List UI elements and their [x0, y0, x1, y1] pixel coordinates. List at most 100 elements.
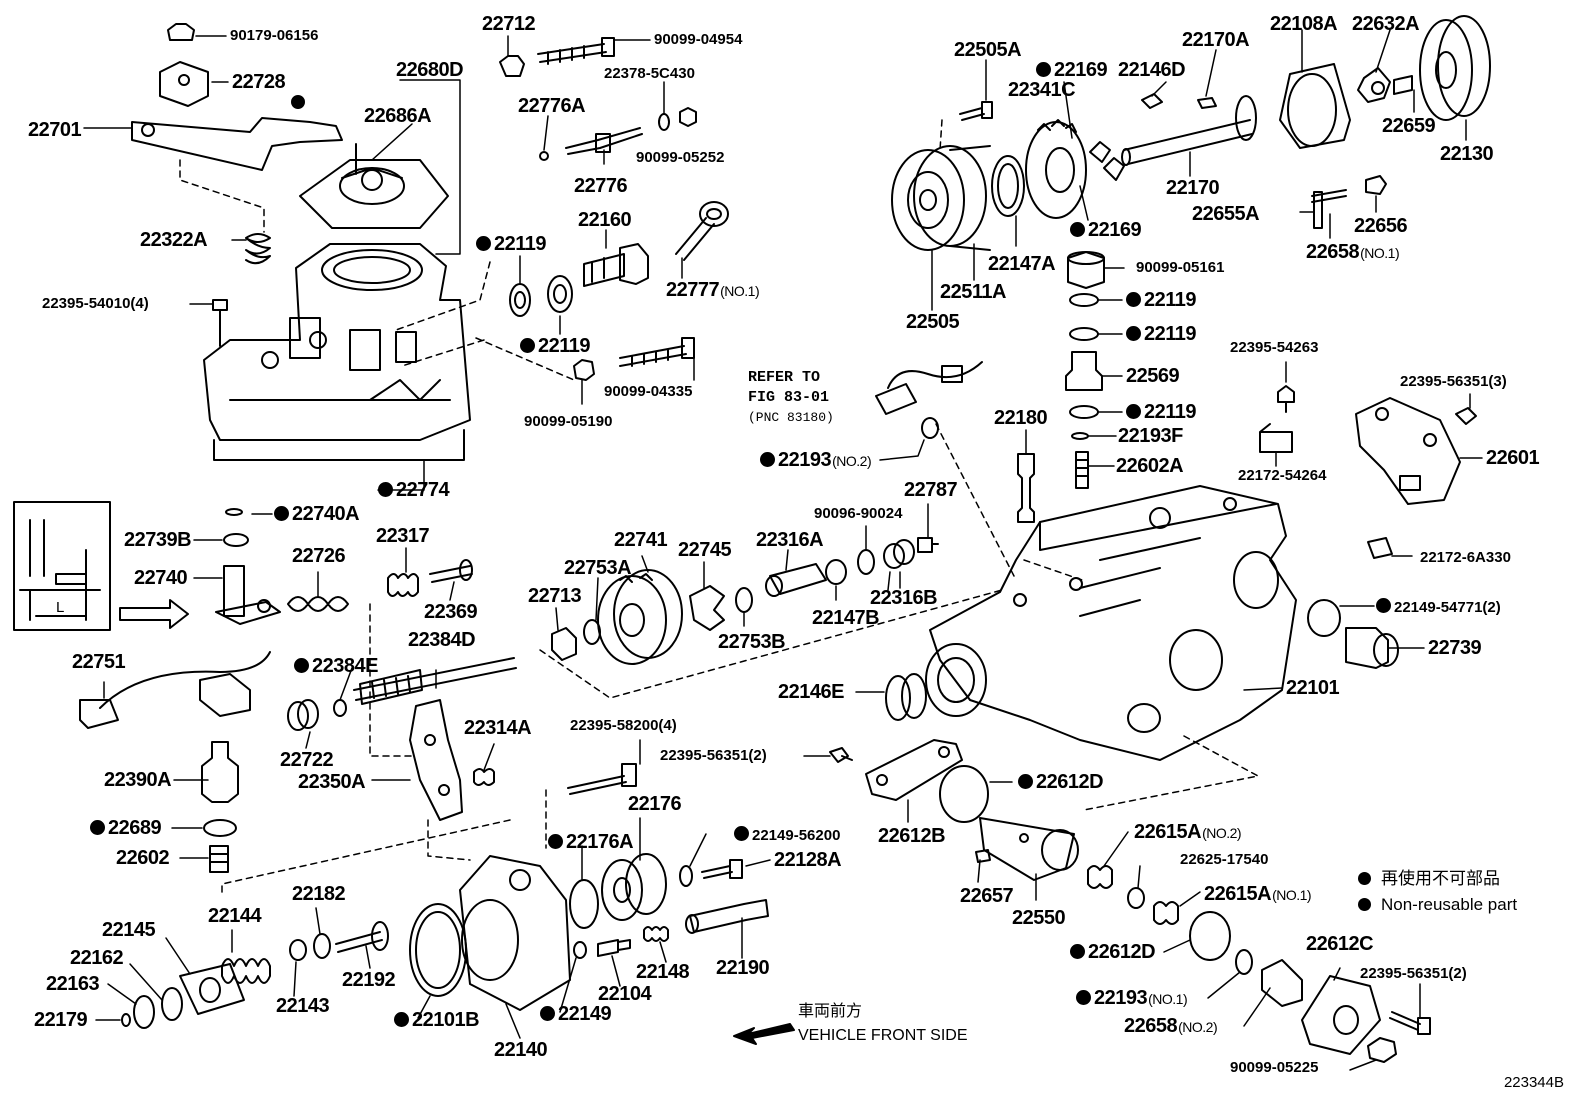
oring-22612D-b-drawing — [1189, 911, 1231, 961]
part-label: 22162 — [70, 947, 124, 969]
part-label: 22190 — [716, 957, 770, 979]
washer-22119-a-drawing — [509, 283, 531, 317]
non-reusable-dot — [1126, 292, 1141, 307]
part-label: 22751 — [72, 651, 126, 673]
oring-22384E-drawing — [333, 699, 347, 717]
part-label: 22170A — [1182, 29, 1250, 51]
oring-22612D-a-drawing — [939, 765, 989, 823]
part-label: 22615A(NO.1) — [1204, 883, 1312, 905]
part-label: 22160 — [578, 209, 632, 231]
part-label: 22350A — [298, 771, 366, 793]
front-line-jp: 車両前方 — [798, 1003, 863, 1020]
legend: 再使用不可部品 Non-reusable part — [1358, 866, 1517, 918]
part-label: 22602 — [116, 847, 170, 869]
legend-item-jp: 再使用不可部品 — [1358, 866, 1517, 892]
bolt-22787-drawing — [917, 537, 939, 553]
refer-line-2: FIG 83-01 — [748, 389, 830, 406]
gasket-22145-drawing — [179, 963, 245, 1015]
part-label: 22740 — [134, 567, 188, 589]
non-reusable-dot — [90, 820, 105, 835]
spring-22148-drawing — [643, 926, 669, 942]
sensor-22658-no2-drawing — [1261, 959, 1303, 1007]
non-reusable-dot — [1376, 598, 1391, 613]
part-label: 22390A — [104, 769, 172, 791]
oring-22740A-drawing — [225, 508, 243, 516]
key-22146D-drawing — [1141, 93, 1163, 109]
solenoid-detail-box-drawing — [13, 501, 111, 631]
non-reusable-dot — [734, 826, 749, 841]
cap-90099-05161-drawing — [1067, 251, 1105, 289]
part-label: 22316B — [870, 587, 938, 609]
bolt-22395-54263-drawing — [1277, 385, 1295, 413]
part-label: 22101 — [1286, 677, 1340, 699]
legend-dot-icon — [1358, 872, 1371, 885]
legend-item-en: Non-reusable part — [1358, 892, 1517, 918]
part-label: 22569 — [1126, 365, 1180, 387]
part-label: 22182 — [292, 883, 346, 905]
refer-line-3: (PNC 83180) — [748, 410, 834, 425]
gear-22741-drawing — [597, 569, 683, 665]
washer-22625-drawing — [1127, 887, 1145, 909]
part-label: 22395-54263 — [1230, 339, 1319, 356]
pin-22369-drawing — [429, 559, 473, 583]
plug-22739-drawing — [1345, 627, 1399, 669]
part-label: 22128A — [774, 849, 842, 871]
part-label: 22317 — [376, 525, 430, 547]
part-label: 22169 — [1036, 60, 1108, 80]
non-reusable-dot — [1070, 944, 1085, 959]
refer-line-1: REFER TO — [748, 369, 821, 386]
bolt-22777-drawing — [675, 201, 729, 261]
spacer-22511A-drawing — [949, 145, 991, 251]
part-label: 90099-04335 — [604, 383, 693, 400]
clip-22172-6A330-drawing — [1367, 537, 1393, 559]
key-22169-drawing — [1089, 141, 1125, 181]
bolt-90099-04954-drawing — [537, 37, 615, 65]
oring-22147A-drawing — [991, 155, 1025, 217]
non-reusable-dot — [394, 1012, 409, 1027]
part-label: 22741 — [614, 529, 668, 551]
part-label: 22740A — [274, 504, 360, 524]
bolt-22505A-drawing — [959, 101, 993, 121]
connector-22751-drawing — [79, 651, 271, 729]
clip-22656-drawing — [1365, 175, 1387, 195]
washer-22182-drawing — [313, 933, 331, 959]
part-label: 22728 — [232, 71, 286, 93]
part-label: 22130 — [1440, 143, 1494, 165]
part-label: 22149-56200 — [734, 826, 840, 843]
part-label: 22179 — [34, 1009, 88, 1031]
front-line-en: VEHICLE FRONT SIDE — [798, 1027, 968, 1044]
non-reusable-dot — [540, 1006, 555, 1021]
part-label: 22147A — [988, 253, 1056, 275]
oring-22776A-drawing — [539, 151, 549, 161]
part-label: 90099-05161 — [1136, 259, 1225, 276]
part-label: 22314A — [464, 717, 532, 739]
part-label: 22172-54264 — [1238, 467, 1327, 484]
oring-22149-54771-drawing — [1307, 599, 1341, 637]
part-label: 90099-05225 — [1230, 1059, 1319, 1076]
part-label: 22170 — [1166, 177, 1220, 199]
filter-22602-drawing — [209, 845, 229, 873]
part-label: 90099-05252 — [636, 149, 725, 166]
key-22170A-drawing — [1197, 97, 1217, 109]
part-label: 22713 — [528, 585, 582, 607]
sensor-22612C-drawing — [1301, 975, 1381, 1055]
washer-22119-e-drawing — [1069, 405, 1099, 419]
nut-90099-05225-drawing — [1367, 1037, 1397, 1063]
lever-22350A-drawing — [409, 699, 463, 821]
washer-22119-d-drawing — [1069, 327, 1099, 341]
pin-22657-drawing — [975, 849, 991, 863]
pulley-22130-drawing — [1419, 15, 1491, 121]
legend-dot-icon — [1358, 898, 1371, 911]
plate-22601-drawing — [1355, 397, 1461, 505]
nut-90099-05190-drawing — [573, 359, 595, 381]
part-label: 22612D — [1018, 772, 1104, 792]
drive-gear-22505-drawing — [891, 145, 987, 251]
part-label: 22322A — [140, 229, 208, 251]
part-label: 22395-56351(2) — [660, 747, 767, 764]
pump-housing-22101-drawing — [925, 485, 1297, 761]
part-label: 22656 — [1354, 215, 1408, 237]
part-label: 22395-56351(3) — [1400, 373, 1507, 390]
part-label: 22632A — [1352, 13, 1420, 35]
part-label: 22395-58200(4) — [570, 717, 677, 734]
